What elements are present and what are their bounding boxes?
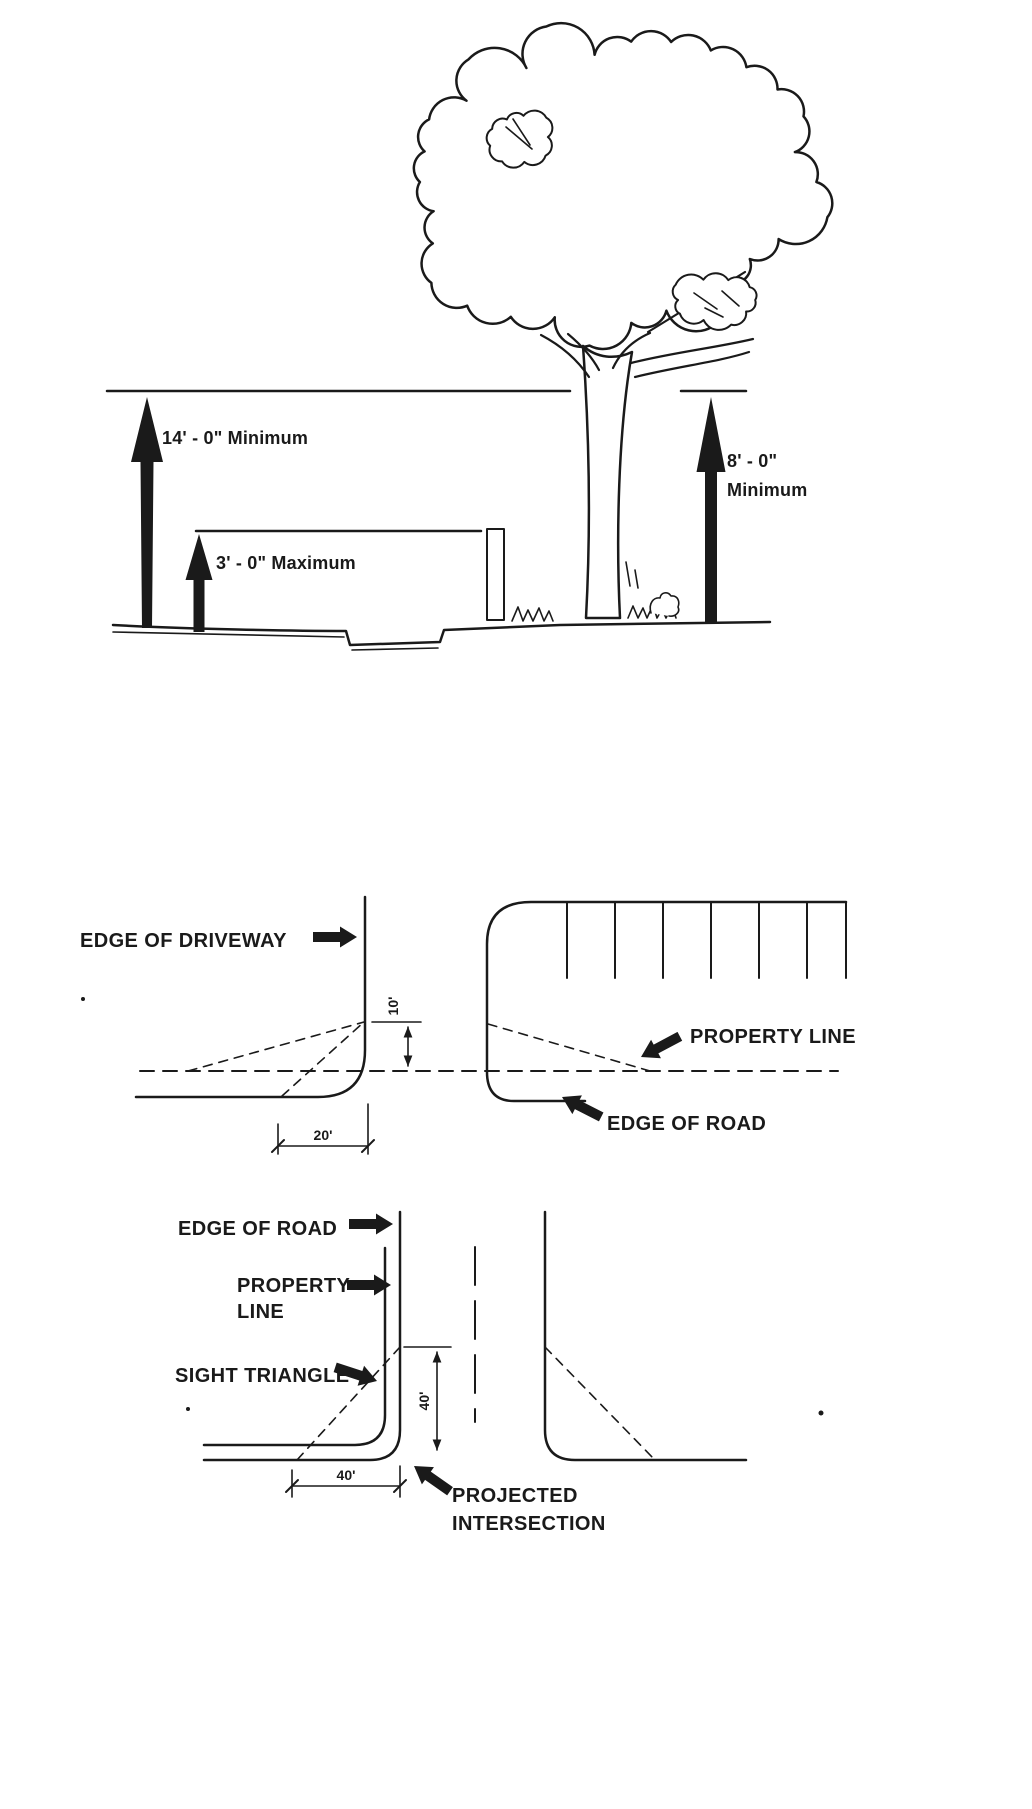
dim-10-label: 10' [385, 997, 401, 1016]
scan-speck-dot [81, 997, 85, 1001]
parking-stall-lines [566, 901, 847, 979]
projected-intersection-label-line2: INTERSECTION [452, 1513, 606, 1535]
dim-20-tick-right [361, 1139, 375, 1153]
clearance-8ft-label-line1: 8' - 0" [727, 451, 777, 471]
dim-40v-label: 40' [416, 1392, 432, 1411]
sight-line-left-a [187, 1021, 365, 1072]
dim-40h-tick-left [285, 1479, 299, 1493]
clearance-14ft-label: 14' - 0" Minimum [162, 428, 308, 448]
edge-of-driveway-label: EDGE OF DRIVEWAY [80, 930, 287, 952]
tree-branch-right-upper [629, 337, 755, 365]
driveway-left-edge [134, 895, 367, 1099]
edge-of-road-label: EDGE OF ROAD [607, 1113, 766, 1135]
shrub-doodle [649, 592, 680, 617]
property-line-label-line1: PROPERTY [237, 1275, 350, 1297]
property-line-label-line2: LINE [237, 1301, 284, 1323]
sight-triangle-right-dashed [544, 1346, 656, 1461]
scan-speck-dot [818, 1410, 824, 1416]
hedge-3ft-label: 3' - 0" Maximum [216, 553, 356, 573]
tree-canopy [412, 21, 834, 351]
sight-line-left-b [281, 1021, 365, 1097]
clearance-8ft-label-line2: Minimum [727, 480, 807, 500]
tree-branch-right-lower [633, 350, 751, 379]
sight-line-right [487, 1023, 651, 1072]
edge-of-road-arrow-icon [349, 1213, 393, 1235]
property-line-corner [202, 1246, 387, 1447]
driveway-sight-distance-diagram: 10' 20' EDGE OF DRIVEWAY PROPERTY LINE E… [80, 895, 856, 1155]
sight-triangle-left-dashed [296, 1346, 401, 1461]
road-edge-left-corner [202, 1210, 402, 1462]
canopy-cluster-hatching [693, 290, 740, 318]
ground-line [111, 620, 772, 647]
canopy-cluster-right [671, 272, 758, 331]
dim-20-label: 20' [314, 1127, 333, 1143]
intersection-sight-triangle-diagram: 40' 40' EDGE OF ROAD PROPERTY LINE SIGHT… [175, 1210, 824, 1535]
driveway-right-edge-parking [485, 900, 848, 1103]
edge-of-driveway-arrow-icon [313, 926, 357, 948]
edge-of-road-arrow-icon [557, 1087, 606, 1127]
tree-fork-left-inner [566, 332, 601, 372]
canopy-knot-hatching [505, 118, 533, 150]
scan-speck-dot [186, 1407, 190, 1411]
sight-triangle-label: SIGHT TRIANGLE [175, 1365, 350, 1387]
property-line-label: PROPERTY LINE [690, 1026, 856, 1048]
dim-40h-label: 40' [337, 1467, 356, 1483]
projected-intersection-label-line1: PROJECTED [452, 1485, 578, 1507]
projected-intersection-arrow-icon [407, 1457, 457, 1500]
post [486, 528, 505, 621]
weed-marks [625, 561, 639, 589]
dim-40h-tick-right [393, 1479, 407, 1493]
hedge-3ft-arrow [185, 534, 213, 632]
tree-fork-left-outer [539, 333, 591, 379]
gutter-line [351, 647, 439, 651]
clearance-14ft-arrow [131, 397, 163, 628]
ground-line-lower [112, 631, 345, 638]
grass-left [511, 606, 554, 622]
property-line-arrow-icon [636, 1027, 685, 1067]
tree-clearance-diagram: 14' - 0" Minimum 3' - 0" Maximum 8' - 0"… [105, 21, 834, 651]
clearance-8ft-arrow [696, 397, 726, 622]
tree-fork-right-inner [611, 331, 652, 370]
edge-of-road-label: EDGE OF ROAD [178, 1218, 337, 1240]
tree-trunk [581, 344, 634, 620]
dim-20-tick-left [271, 1139, 285, 1153]
road-edge-right-corner [543, 1210, 748, 1462]
